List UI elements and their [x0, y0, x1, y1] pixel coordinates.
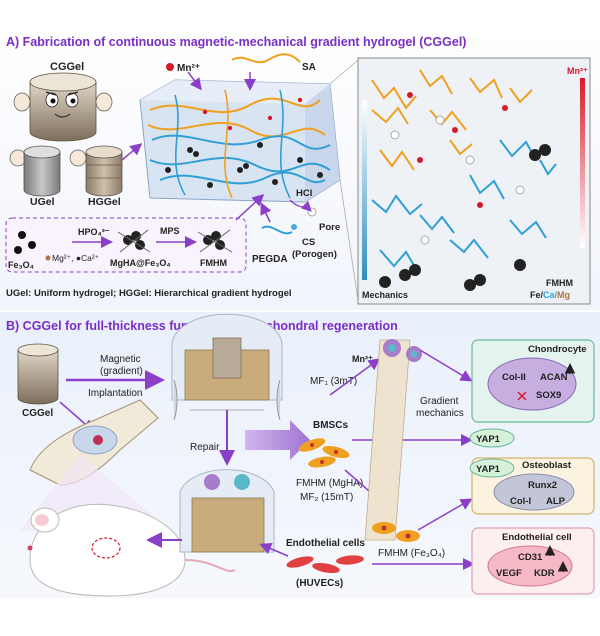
hydrogel-block — [139, 79, 341, 203]
porogen-label: (Porogen) — [292, 249, 337, 260]
mn-label: Mn²⁺ — [177, 63, 200, 74]
pore-label: Pore — [319, 222, 340, 233]
gradient-mech-label-1: Gradient — [420, 396, 459, 407]
zoom-panel: Mn²⁺ Mechanics FMHM Fe/Ca/Mg — [329, 57, 591, 305]
sox9-label: SOX9 — [536, 390, 561, 401]
repaired-block — [179, 469, 275, 553]
kdr-label: KDR — [534, 568, 555, 579]
yap1-a-label: YAP1 — [476, 434, 501, 445]
mgha-label: MgHA@Fe₃O₄ — [110, 258, 171, 268]
mg-ca-label: Mg²⁺, ●Ca²⁺ — [52, 253, 100, 263]
yap1-b-label: YAP1 — [476, 464, 501, 475]
osteoblast-label: Osteoblast — [522, 460, 572, 471]
cggel-cylinder-b: CGGel — [17, 343, 59, 419]
implant-block — [171, 313, 283, 421]
mouse — [27, 503, 236, 597]
hpo4-label: HPO₄³⁻ — [78, 227, 110, 237]
endothelial-cell-label: Endothelial cell — [502, 532, 572, 543]
hggel-label: HGGel — [88, 196, 121, 208]
mn-dot — [166, 63, 174, 71]
hggel-cylinder: HGGel — [69, 145, 123, 208]
hcl-label: HCl — [296, 188, 312, 199]
mn-b-label: Mn²⁺ — [352, 354, 373, 364]
sa-label: SA — [302, 62, 316, 73]
bmscs-label: BMSCs — [313, 420, 348, 431]
huvecs-cells — [286, 555, 364, 574]
cggel-b-label: CGGel — [22, 408, 53, 419]
mg-dot — [45, 255, 51, 261]
pegda-label: PEGDA — [252, 254, 288, 265]
cggel-cylinder: CGGel — [13, 61, 113, 142]
implantation-label: Implantation — [88, 388, 142, 399]
synthesis-box — [5, 217, 247, 273]
mps-label: MPS — [160, 226, 180, 236]
zoom-elements-label: Fe/Ca/Mg — [530, 290, 570, 300]
cggel-label: CGGel — [50, 61, 84, 73]
panel-a-title: A) Fabrication of continuous magnetic-me… — [6, 35, 466, 49]
runx2-label: Runx2 — [528, 480, 557, 491]
col1-label: Col-I — [510, 496, 531, 507]
vegf-label: VEGF — [496, 568, 522, 579]
alp-label: ALP — [546, 496, 566, 507]
yap1-b: YAP1 — [469, 458, 515, 478]
fmhm-mgha-label: FMHM (MgHA) — [296, 478, 363, 489]
endothelial-box: Endothelial cell CD31 VEGF KDR — [471, 527, 595, 595]
cs-dot — [291, 224, 297, 230]
repair-label: Repair — [190, 442, 220, 453]
legend-text: UGel: Uniform hydrogel; HGGel: Hierarchi… — [6, 288, 292, 299]
acan-label: ACAN — [540, 372, 568, 383]
zoom-mn-label: Mn²⁺ — [567, 66, 588, 76]
yap1-a: YAP1 — [469, 428, 515, 448]
chondrocyte-box: Chondrocyte Col-II ACAN SOX9 — [471, 339, 595, 423]
ugel-label: UGel — [30, 196, 55, 208]
sa-fiber — [231, 53, 301, 64]
cs-label: CS — [302, 237, 315, 248]
gradient-mech-label-2: mechanics — [416, 408, 464, 419]
cd31-label: CD31 — [518, 552, 543, 563]
chondrocyte-label: Chondrocyte — [528, 344, 587, 355]
mf2-label: MF₂ (15mT) — [300, 492, 353, 503]
ugel-cylinder: UGel — [9, 145, 61, 208]
zoom-mg: Mg — [557, 290, 570, 300]
gradient-column — [364, 339, 422, 542]
repair-arrow — [245, 420, 310, 460]
col2-label: Col-II — [502, 372, 526, 383]
fe3o4-label: Fe₃O₄ — [8, 260, 34, 270]
fmhm-fe3o4-label: FMHM (Fe₃O₄) — [378, 548, 445, 559]
bmscs-cells — [298, 438, 350, 468]
endothelial-cells-label: Endothelial cells — [286, 538, 365, 549]
fmhm-particle — [197, 229, 233, 253]
pegda-fiber — [261, 225, 293, 235]
gradient-label: (gradient) — [100, 366, 143, 377]
mf1-label: MF₁ (3mT) — [310, 376, 357, 387]
zoom-ca: Ca/ — [543, 290, 558, 300]
huvecs-label: (HUVECs) — [296, 578, 343, 589]
zoom-mechanics-label: Mechanics — [362, 290, 408, 300]
mgha-particle — [117, 229, 151, 253]
fmhm-label: FMHM — [200, 258, 227, 268]
magnetic-label: Magnetic — [100, 354, 141, 365]
zoom-fmhm-label: FMHM — [546, 278, 573, 288]
zoom-fe: Fe/ — [530, 290, 544, 300]
